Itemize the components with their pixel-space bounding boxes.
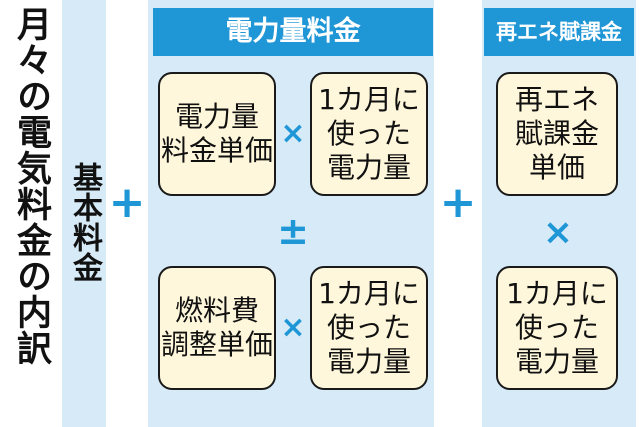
energy-charge-header: 電力量料金	[153, 8, 433, 56]
base-fee-column	[62, 0, 106, 427]
renewable-unit-price-line: 再エネ	[514, 83, 599, 116]
energy-usage-line: 1カ月に	[318, 277, 420, 310]
renewable-unit-price-line: 単価	[528, 151, 585, 184]
renewable-surcharge-header: 再エネ賦課金	[484, 8, 634, 56]
times-operator-3: ×	[542, 212, 574, 253]
energy-usage-line: 使った	[326, 311, 411, 344]
renewable-usage-line: 1カ月に	[506, 277, 608, 310]
energy-unit-price-line: 料金単価	[160, 134, 273, 167]
energy-usage-line: 電力量	[326, 151, 411, 184]
renewable-usage-box: 1カ月に 使った 電力量	[496, 266, 618, 390]
fuel-adjustment-box: 燃料費 調整単価	[158, 266, 276, 390]
times-operator-2: ×	[280, 310, 306, 345]
energy-unit-price-line: 電力量	[174, 100, 259, 133]
fuel-adjustment-line: 燃料費	[174, 294, 259, 327]
energy-usage-line: 電力量	[326, 345, 411, 378]
renewable-unit-price-line: 賦課金	[514, 117, 599, 150]
energy-usage-box-lower: 1カ月に 使った 電力量	[310, 266, 428, 390]
energy-unit-price-box: 電力量 料金単価	[158, 72, 276, 196]
energy-usage-line: 使った	[326, 117, 411, 150]
times-operator-1: ×	[280, 116, 306, 151]
plus-operator-2: +	[439, 177, 477, 228]
renewable-usage-line: 使った	[514, 311, 599, 344]
energy-usage-box: 1カ月に 使った 電力量	[310, 72, 428, 196]
fuel-adjustment-line: 調整単価	[160, 328, 273, 361]
energy-usage-line: 1カ月に	[318, 83, 420, 116]
base-fee-label: 基本料金	[67, 162, 102, 282]
plus-minus-operator: ±	[277, 209, 309, 253]
renewable-unit-price-box: 再エネ 賦課金 単価	[496, 72, 618, 196]
plus-operator-1: +	[108, 177, 146, 228]
diagram-title: 月々の電気料金の内訳	[11, 6, 51, 366]
renewable-usage-line: 電力量	[514, 345, 599, 378]
